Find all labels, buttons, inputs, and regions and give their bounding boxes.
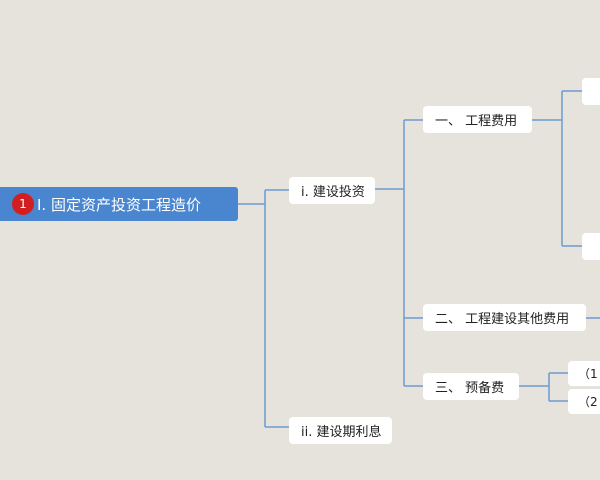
node-partial-top-b[interactable]	[582, 233, 600, 260]
node-partial-bottom-a[interactable]: （1	[568, 361, 600, 386]
node-partial-bottom-b[interactable]: （2	[568, 389, 600, 414]
node-label: 一、 工程费用	[435, 114, 518, 129]
priority-badge: 1	[12, 193, 34, 215]
node-label: （2	[578, 395, 598, 409]
node-construction-interest[interactable]: ii. 建设期利息	[289, 417, 392, 444]
root-node-label: I. 固定资产投资工程造价	[37, 195, 201, 214]
node-label: 三、 预备费	[435, 381, 505, 396]
node-engineering-cost[interactable]: 一、 工程费用	[423, 106, 532, 133]
node-label: ii. 建设期利息	[301, 425, 382, 440]
node-label: i. 建设投资	[301, 185, 365, 200]
node-partial-top-a[interactable]	[582, 78, 600, 105]
node-reserve-fee[interactable]: 三、 预备费	[423, 373, 519, 400]
node-label: （1	[578, 367, 598, 381]
node-other-construction-cost[interactable]: 二、 工程建设其他费用	[423, 304, 586, 331]
node-label: 二、 工程建设其他费用	[435, 312, 570, 327]
root-node[interactable]: 1 I. 固定资产投资工程造价	[0, 187, 238, 221]
node-construction-investment[interactable]: i. 建设投资	[289, 177, 375, 204]
